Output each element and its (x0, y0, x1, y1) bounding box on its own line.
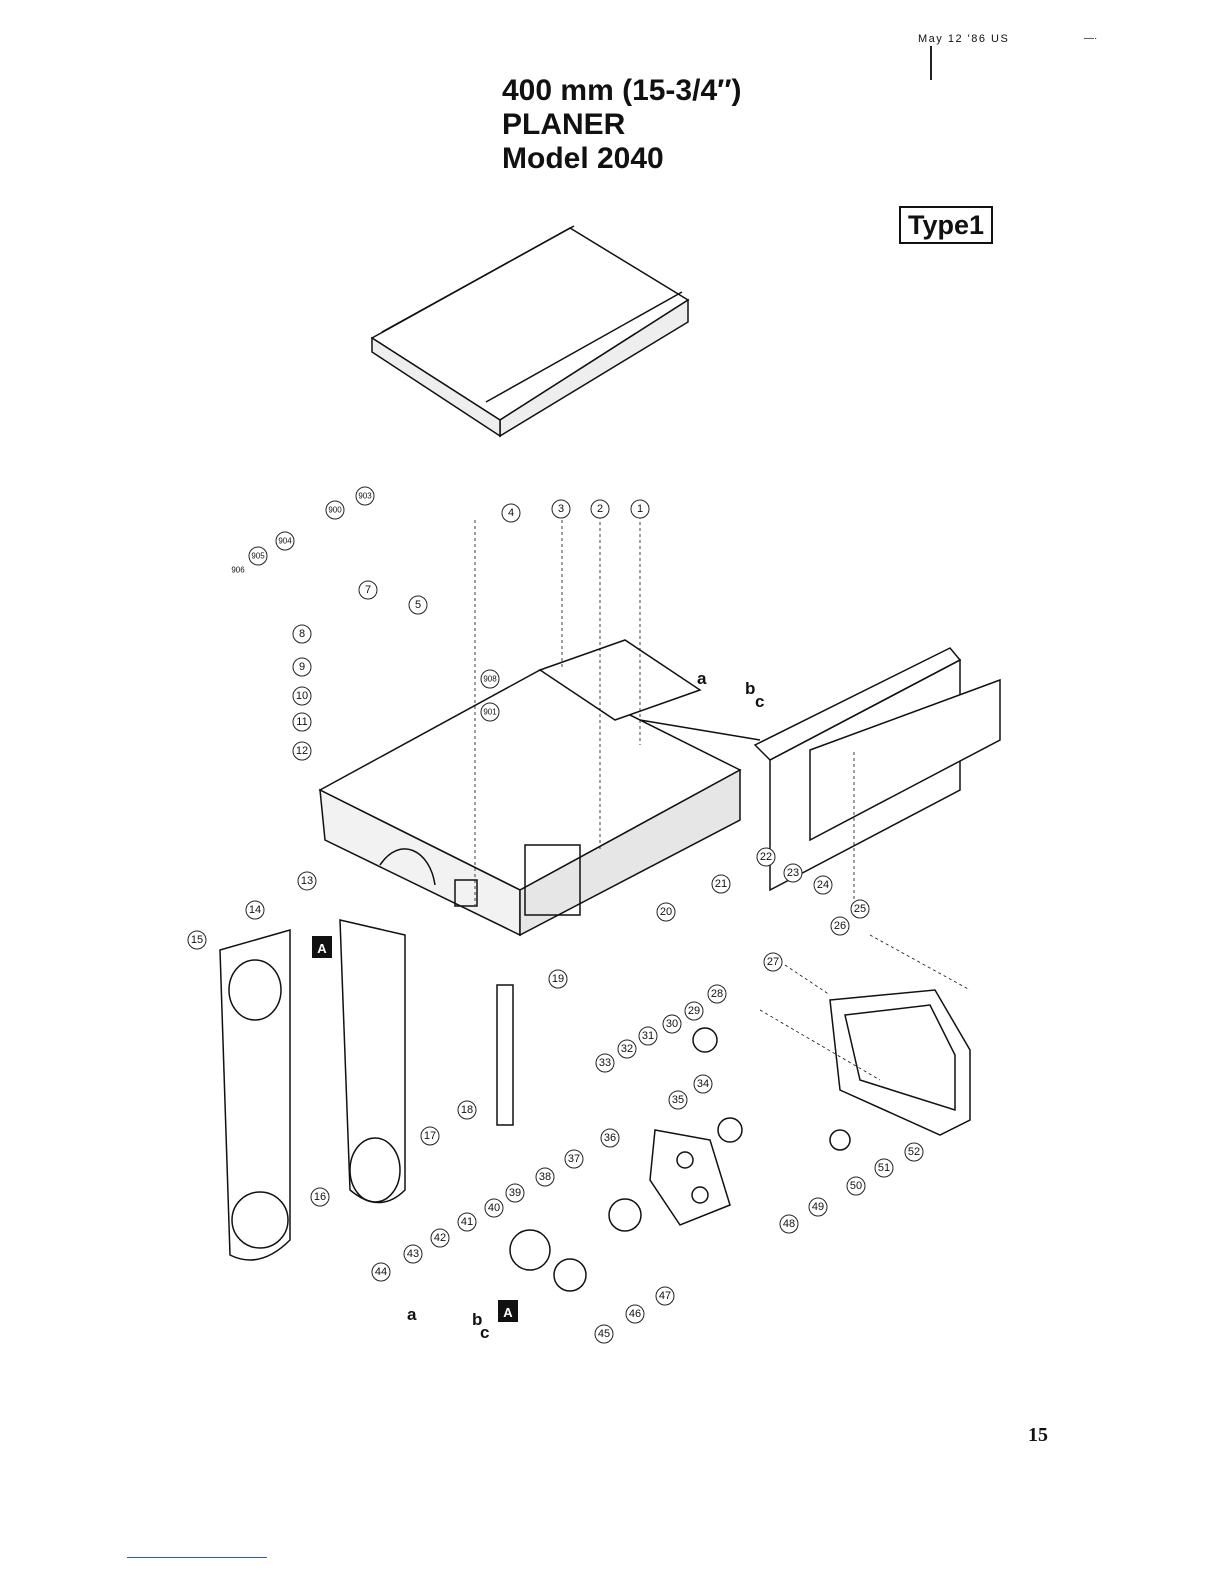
part-label-20: 20 (660, 906, 672, 918)
part-label-904: 904 (278, 537, 292, 546)
part-label-32: 32 (621, 1043, 633, 1055)
part-label-29: 29 (688, 1005, 700, 1017)
part-label-48: 48 (783, 1218, 795, 1230)
part-label-38: 38 (539, 1171, 551, 1183)
section-marker-lower: A (498, 1300, 518, 1322)
part-label-37: 37 (568, 1153, 580, 1165)
part-label-51: 51 (878, 1162, 890, 1174)
extension-table-drawing (372, 226, 688, 436)
gear-cover-drawing (830, 990, 970, 1135)
part-label-28: 28 (711, 988, 723, 1000)
part-label-905: 905 (251, 552, 265, 561)
part-label-3: 3 (558, 503, 564, 515)
part-label-15: 15 (191, 934, 203, 946)
section-marker-upper-text: A (317, 941, 327, 956)
part-label-900: 900 (328, 506, 342, 515)
part-label-41: 41 (461, 1216, 473, 1228)
ref-letter-a-bottom: a (407, 1305, 417, 1324)
part-label-27: 27 (767, 956, 779, 968)
part-label-18: 18 (461, 1104, 473, 1116)
part-label-1: 1 (637, 503, 643, 515)
part-label-24: 24 (817, 879, 829, 891)
part-label-7: 7 (365, 584, 371, 596)
drive-belt-drawing (340, 920, 405, 1203)
part-label-42: 42 (434, 1232, 446, 1244)
ref-letter-c-bottom: c (480, 1323, 489, 1342)
gear-35-drawing (718, 1118, 742, 1142)
page-number: 15 (1028, 1424, 1048, 1447)
part-label-17: 17 (424, 1130, 436, 1142)
part-label-46: 46 (629, 1308, 641, 1320)
part-label-35: 35 (672, 1094, 684, 1106)
part-label-903: 903 (358, 492, 372, 501)
section-marker-upper: A (312, 936, 332, 958)
part-label-908: 908 (483, 675, 497, 684)
ref-letter-a-top: a (697, 669, 707, 688)
part-label-40: 40 (488, 1202, 500, 1214)
part-label-34: 34 (697, 1078, 709, 1090)
part-label-49: 49 (812, 1201, 824, 1213)
part-label-23: 23 (787, 867, 799, 879)
part-label-22: 22 (760, 851, 772, 863)
part-label-9: 9 (299, 661, 305, 673)
part-label-33: 33 (599, 1057, 611, 1069)
part-label-2: 2 (597, 503, 603, 515)
part-label-31: 31 (642, 1030, 654, 1042)
gear-38-drawing (609, 1199, 641, 1231)
part-label-901: 901 (483, 708, 497, 717)
part-label-906: 906 (231, 566, 245, 575)
part-label-21: 21 (715, 878, 727, 890)
part-label-5: 5 (415, 599, 421, 611)
lever-51-drawing (830, 1130, 850, 1150)
part-label-8: 8 (299, 628, 305, 640)
part-label-30: 30 (666, 1018, 678, 1030)
section-marker-lower-text: A (503, 1305, 513, 1320)
part-label-19: 19 (552, 973, 564, 985)
belt-cover-drawing (220, 930, 290, 1260)
ref-letter-c-top: c (755, 692, 764, 711)
gear-41-drawing (510, 1230, 550, 1270)
part-label-13: 13 (301, 875, 313, 887)
gear-30-drawing (693, 1028, 717, 1052)
gear-plate-drawing (650, 1130, 730, 1225)
part-label-4: 4 (508, 507, 514, 519)
part-label-52: 52 (908, 1146, 920, 1158)
part-label-14: 14 (249, 904, 261, 916)
part-label-45: 45 (598, 1328, 610, 1340)
part-label-12: 12 (296, 745, 308, 757)
part-label-44: 44 (375, 1266, 387, 1278)
part-label-16: 16 (314, 1191, 326, 1203)
part-label-39: 39 (509, 1187, 521, 1199)
part-label-43: 43 (407, 1248, 419, 1260)
base-body-drawing (320, 640, 740, 935)
gear-46-drawing (554, 1259, 586, 1291)
part-label-36: 36 (604, 1132, 616, 1144)
part-label-47: 47 (659, 1290, 671, 1302)
part-label-26: 26 (834, 920, 846, 932)
part-label-25: 25 (854, 903, 866, 915)
bottom-link-line (127, 1557, 267, 1558)
depth-scale-drawing (497, 985, 513, 1125)
ref-letter-b-top: b (745, 679, 755, 698)
part-label-10: 10 (296, 690, 308, 702)
part-label-50: 50 (850, 1180, 862, 1192)
part-label-11: 11 (296, 716, 307, 728)
